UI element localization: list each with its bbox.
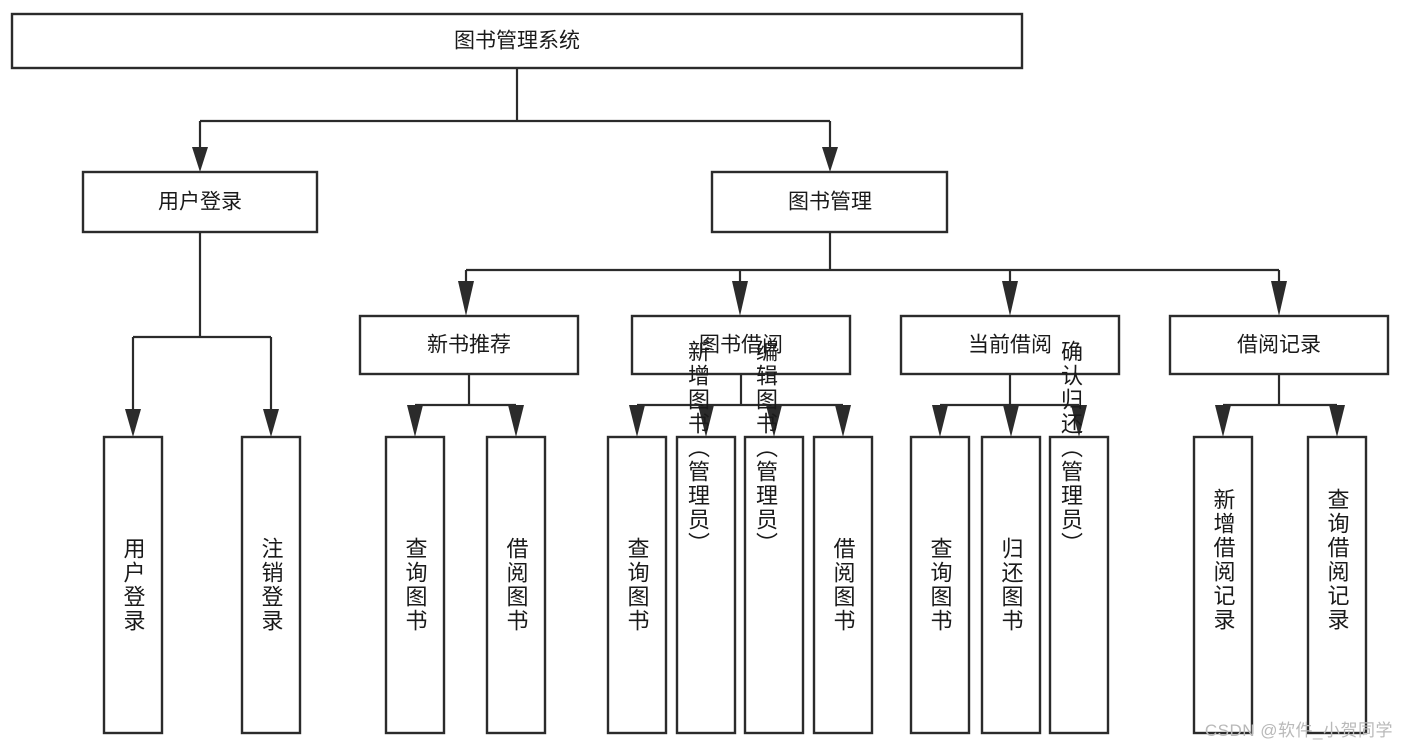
node-leaf-query-book-2-label: 查询图书 bbox=[625, 537, 650, 633]
connector-group-new-book-recommend bbox=[407, 374, 524, 437]
arrowhead-leaf-add-book bbox=[698, 405, 714, 437]
node-book-manage[interactable]: 图书管理 bbox=[710, 170, 949, 234]
arrowhead-leaf-query-borrow-record bbox=[1329, 405, 1345, 437]
node-leaf-query-book-1-box[interactable] bbox=[384, 435, 446, 735]
node-leaf-query-book-3[interactable]: 查询图书 bbox=[909, 435, 971, 735]
node-borrow-record-box[interactable] bbox=[1168, 314, 1390, 376]
arrowhead-leaf-user-login bbox=[125, 409, 141, 437]
node-leaf-confirm-return-label: 确认归还（管理员） bbox=[1058, 340, 1083, 556]
arrowhead-leaf-user-logout bbox=[263, 409, 279, 437]
node-borrow-record[interactable]: 借阅记录 bbox=[1168, 314, 1390, 376]
node-book-manage-box[interactable] bbox=[710, 170, 949, 234]
node-new-book-recommend-label: 新书推荐 bbox=[427, 334, 511, 357]
arrowhead-leaf-add-borrow-record bbox=[1215, 405, 1231, 437]
node-leaf-return-book-box[interactable] bbox=[980, 435, 1042, 735]
node-leaf-edit-book-box[interactable] bbox=[743, 435, 805, 735]
node-leaf-borrow-book-1-label: 借阅图书 bbox=[504, 537, 529, 633]
arrowhead-leaf-borrow-book-2 bbox=[835, 405, 851, 437]
node-current-borrow[interactable]: 当前借阅 bbox=[899, 314, 1121, 376]
node-leaf-query-book-3-box[interactable] bbox=[909, 435, 971, 735]
node-leaf-return-book[interactable]: 归还图书 bbox=[980, 435, 1042, 735]
arrowhead-leaf-confirm-return bbox=[1071, 405, 1087, 437]
arrowhead-borrow-record bbox=[1271, 281, 1287, 316]
node-leaf-query-book-2-box[interactable] bbox=[606, 435, 668, 735]
node-leaf-confirm-return-box[interactable] bbox=[1048, 435, 1110, 735]
node-root-box[interactable] bbox=[10, 12, 1024, 70]
connector-group-book-manage bbox=[458, 232, 1287, 316]
node-leaf-borrow-book-1[interactable]: 借阅图书 bbox=[485, 435, 547, 735]
node-user-login-label: 用户登录 bbox=[158, 191, 242, 214]
node-user-login[interactable]: 用户登录 bbox=[81, 170, 319, 234]
node-leaf-user-logout-label: 注销登录 bbox=[259, 537, 284, 633]
node-root[interactable]: 图书管理系统 bbox=[10, 12, 1024, 70]
node-leaf-borrow-book-2-box[interactable] bbox=[812, 435, 874, 735]
node-leaf-add-book[interactable]: 新增图书（管理员） bbox=[675, 340, 737, 735]
node-leaf-borrow-book-1-box[interactable] bbox=[485, 435, 547, 735]
node-leaf-borrow-book-2-label: 借阅图书 bbox=[831, 537, 856, 633]
node-new-book-recommend-box[interactable] bbox=[358, 314, 580, 376]
node-leaf-user-logout[interactable]: 注销登录 bbox=[240, 435, 302, 735]
arrowhead-leaf-borrow-book-1 bbox=[508, 405, 524, 437]
arrowhead-leaf-edit-book bbox=[766, 405, 782, 437]
arrowhead-book-borrow bbox=[732, 281, 748, 316]
node-leaf-user-login-label: 用户登录 bbox=[121, 537, 146, 633]
arrowhead-user-login bbox=[192, 147, 208, 172]
node-leaf-confirm-return[interactable]: 确认归还（管理员） bbox=[1048, 340, 1110, 735]
node-borrow-record-label: 借阅记录 bbox=[1237, 334, 1321, 357]
node-leaf-add-borrow-record-box[interactable] bbox=[1192, 435, 1254, 735]
node-leaf-add-book-box[interactable] bbox=[675, 435, 737, 735]
node-leaf-query-borrow-record-box[interactable] bbox=[1306, 435, 1368, 735]
connector-group-book-borrow bbox=[629, 374, 851, 437]
node-leaf-user-login[interactable]: 用户登录 bbox=[102, 435, 164, 735]
arrowhead-current-borrow bbox=[1002, 281, 1018, 316]
connector-group-borrow-record bbox=[1215, 374, 1345, 437]
node-leaf-edit-book-label: 编辑图书（管理员） bbox=[753, 340, 778, 556]
node-leaf-add-borrow-record[interactable]: 新增借阅记录 bbox=[1192, 435, 1254, 735]
node-leaf-query-borrow-record-label: 查询借阅记录 bbox=[1325, 488, 1350, 632]
node-leaf-query-borrow-record[interactable]: 查询借阅记录 bbox=[1306, 435, 1368, 735]
arrowhead-leaf-query-book-2 bbox=[629, 405, 645, 437]
node-leaf-add-book-label: 新增图书（管理员） bbox=[685, 340, 710, 556]
connector-group-root bbox=[192, 68, 838, 172]
node-user-login-box[interactable] bbox=[81, 170, 319, 234]
node-leaf-return-book-label: 归还图书 bbox=[999, 537, 1024, 633]
arrowhead-leaf-query-book-3 bbox=[932, 405, 948, 437]
node-book-manage-label: 图书管理 bbox=[788, 191, 872, 214]
arrowhead-new-book-recommend bbox=[458, 281, 474, 316]
node-leaf-user-login-box[interactable] bbox=[102, 435, 164, 735]
node-book-borrow[interactable]: 图书借阅 bbox=[630, 314, 852, 376]
node-book-borrow-box[interactable] bbox=[630, 314, 852, 376]
arrowhead-leaf-query-book-1 bbox=[407, 405, 423, 437]
node-leaf-query-book-3-label: 查询图书 bbox=[928, 537, 953, 633]
node-new-book-recommend[interactable]: 新书推荐 bbox=[358, 314, 580, 376]
node-leaf-add-borrow-record-label: 新增借阅记录 bbox=[1211, 488, 1236, 632]
node-root-label: 图书管理系统 bbox=[454, 30, 580, 53]
node-book-borrow-label: 图书借阅 bbox=[699, 334, 783, 357]
arrowhead-book-manage bbox=[822, 147, 838, 172]
node-leaf-edit-book[interactable]: 编辑图书（管理员） bbox=[743, 340, 805, 735]
node-leaf-user-logout-box[interactable] bbox=[240, 435, 302, 735]
node-leaf-borrow-book-2[interactable]: 借阅图书 bbox=[812, 435, 874, 735]
node-current-borrow-box[interactable] bbox=[899, 314, 1121, 376]
arrowhead-leaf-return-book bbox=[1003, 405, 1019, 437]
node-leaf-query-book-1[interactable]: 查询图书 bbox=[384, 435, 446, 735]
connector-group-current-borrow bbox=[932, 374, 1087, 437]
node-leaf-query-book-1-label: 查询图书 bbox=[403, 537, 428, 633]
node-current-borrow-label: 当前借阅 bbox=[968, 334, 1052, 357]
node-leaf-query-book-2[interactable]: 查询图书 bbox=[606, 435, 668, 735]
connector-group-user-login bbox=[125, 232, 279, 437]
